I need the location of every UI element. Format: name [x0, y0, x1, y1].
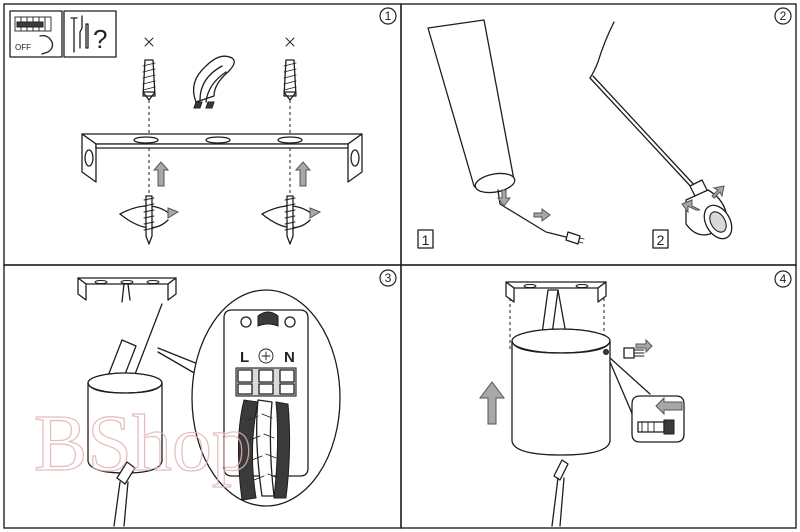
- step-number-4-text: 4: [780, 272, 787, 286]
- led-bulb: [682, 180, 737, 244]
- terminal-label-neutral: N: [284, 349, 295, 366]
- step-number-2-text: 2: [780, 9, 787, 23]
- step-number-1-text: 1: [385, 9, 392, 23]
- question-mark: ?: [93, 24, 107, 54]
- lamp-tube: [428, 20, 584, 244]
- step2-box-2: 2: [653, 230, 668, 248]
- terminal-label-live: L: [240, 349, 249, 366]
- step2-box-1: 1: [418, 230, 433, 248]
- step-number-4: 4: [775, 271, 791, 287]
- step-number-2: 2: [775, 8, 791, 24]
- power-off-icon: OFF: [10, 11, 62, 57]
- callout-leader: [158, 348, 198, 374]
- step2-box-2-text: 2: [657, 232, 665, 248]
- small-bracket: [78, 278, 176, 302]
- push-up-arrow: [480, 382, 504, 424]
- watermark: BShop: [34, 400, 252, 488]
- screw-zoom: [610, 358, 684, 442]
- ceiling-cable: [194, 56, 235, 108]
- canopy-4: [512, 290, 610, 526]
- screw-right: [262, 162, 320, 244]
- mounting-bracket: [82, 134, 362, 182]
- wall-plug-right: [284, 38, 296, 198]
- tools-question-icon: ?: [64, 11, 116, 57]
- off-label: OFF: [15, 43, 31, 52]
- step-number-3-text: 3: [385, 271, 392, 285]
- step2-box-1-text: 1: [422, 232, 430, 248]
- step-number-3: 3: [380, 270, 396, 286]
- set-screw: [624, 340, 652, 358]
- lamp-cable: [590, 22, 697, 190]
- wall-plug-left: [143, 38, 155, 198]
- step-number-1: 1: [380, 8, 396, 24]
